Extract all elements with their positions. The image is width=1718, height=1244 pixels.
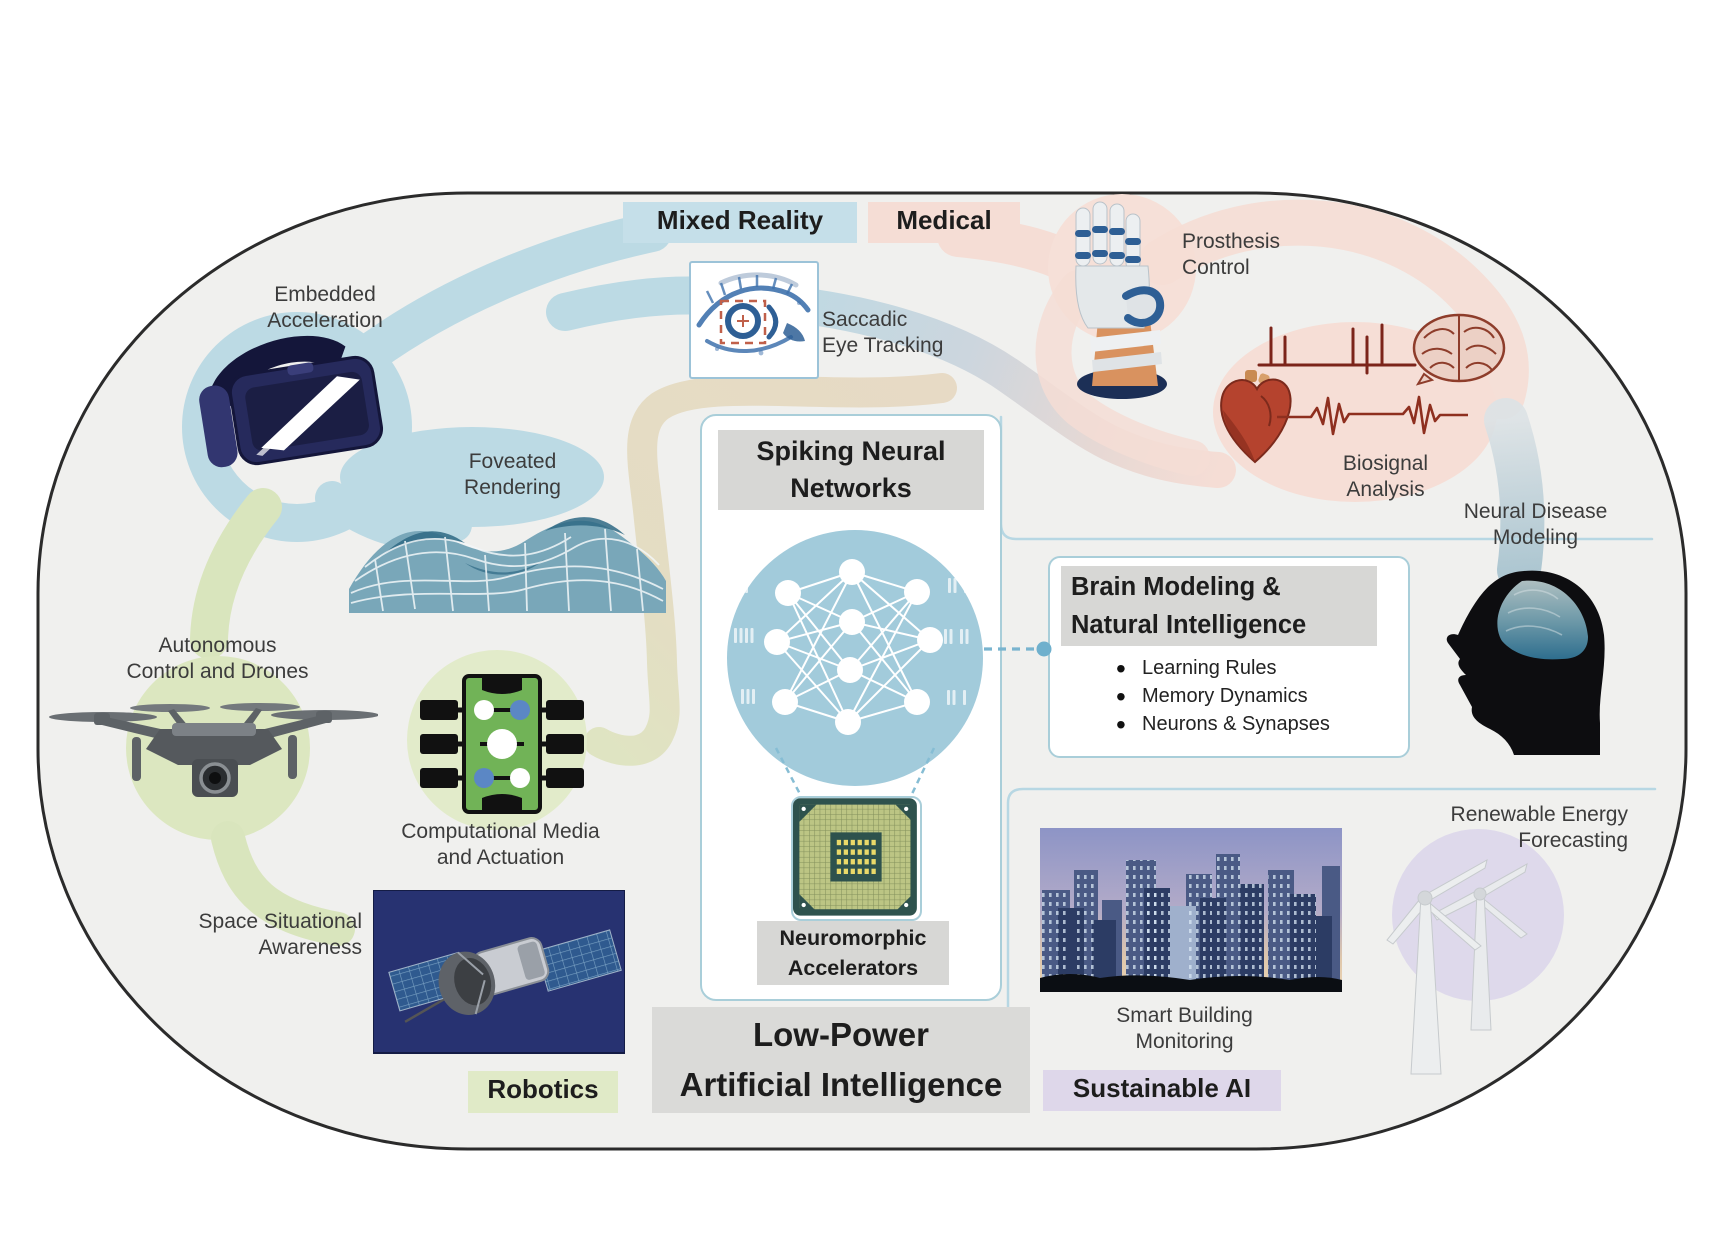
- vr-headset-icon: [199, 335, 384, 468]
- region-label-mixed-reality: Mixed Reality: [623, 202, 857, 243]
- sustainable-ai-label: Sustainable AI: [1072, 1073, 1252, 1103]
- neuromorphic-chip-frame: [791, 796, 922, 921]
- snn-title: Spiking Neural Networks: [718, 430, 984, 510]
- region-label-medical: Medical: [868, 202, 1020, 243]
- brain-icon: [1412, 313, 1506, 386]
- computational-chip-icon: [420, 674, 584, 814]
- prosthetic-hand-icon: [1075, 201, 1167, 399]
- bullet-memory-dynamics: Memory Dynamics: [1116, 681, 1330, 713]
- mixed-reality-label: Mixed Reality: [656, 205, 824, 235]
- saccadic-eye-icon: [696, 272, 811, 356]
- ecg-waveform-icon: [1277, 395, 1468, 436]
- drone-icon: [49, 703, 378, 797]
- neuromorphic-chip-icon: [793, 798, 917, 916]
- spike-train-icon: [1257, 323, 1417, 375]
- region-label-sustainable-ai: Sustainable AI: [1043, 1070, 1281, 1111]
- foveated-mesh-icon: [349, 517, 666, 613]
- city-skyline-image: [1040, 828, 1342, 992]
- neuromorphic-accelerators-label: Neuromorphic Accelerators: [757, 921, 949, 985]
- region-label-robotics: Robotics: [468, 1071, 618, 1113]
- head-silhouette-icon: [1446, 570, 1605, 755]
- satellite-image: [373, 890, 625, 1054]
- wind-turbines-icon: [1386, 858, 1528, 1075]
- robotics-label: Robotics: [487, 1074, 599, 1104]
- bullet-learning-rules: Learning Rules: [1116, 653, 1330, 685]
- brain-modeling-bullets: Learning Rules Memory Dynamics Neurons &…: [1098, 652, 1330, 741]
- eye-tracking-image-frame: [689, 261, 819, 379]
- low-power-ai-title: Low-Power Artificial Intelligence: [652, 1007, 1030, 1113]
- brain-modeling-title: Brain Modeling & Natural Intelligence: [1061, 566, 1377, 646]
- medical-label: Medical: [896, 205, 992, 235]
- bullet-neurons-synapses: Neurons & Synapses: [1116, 709, 1330, 741]
